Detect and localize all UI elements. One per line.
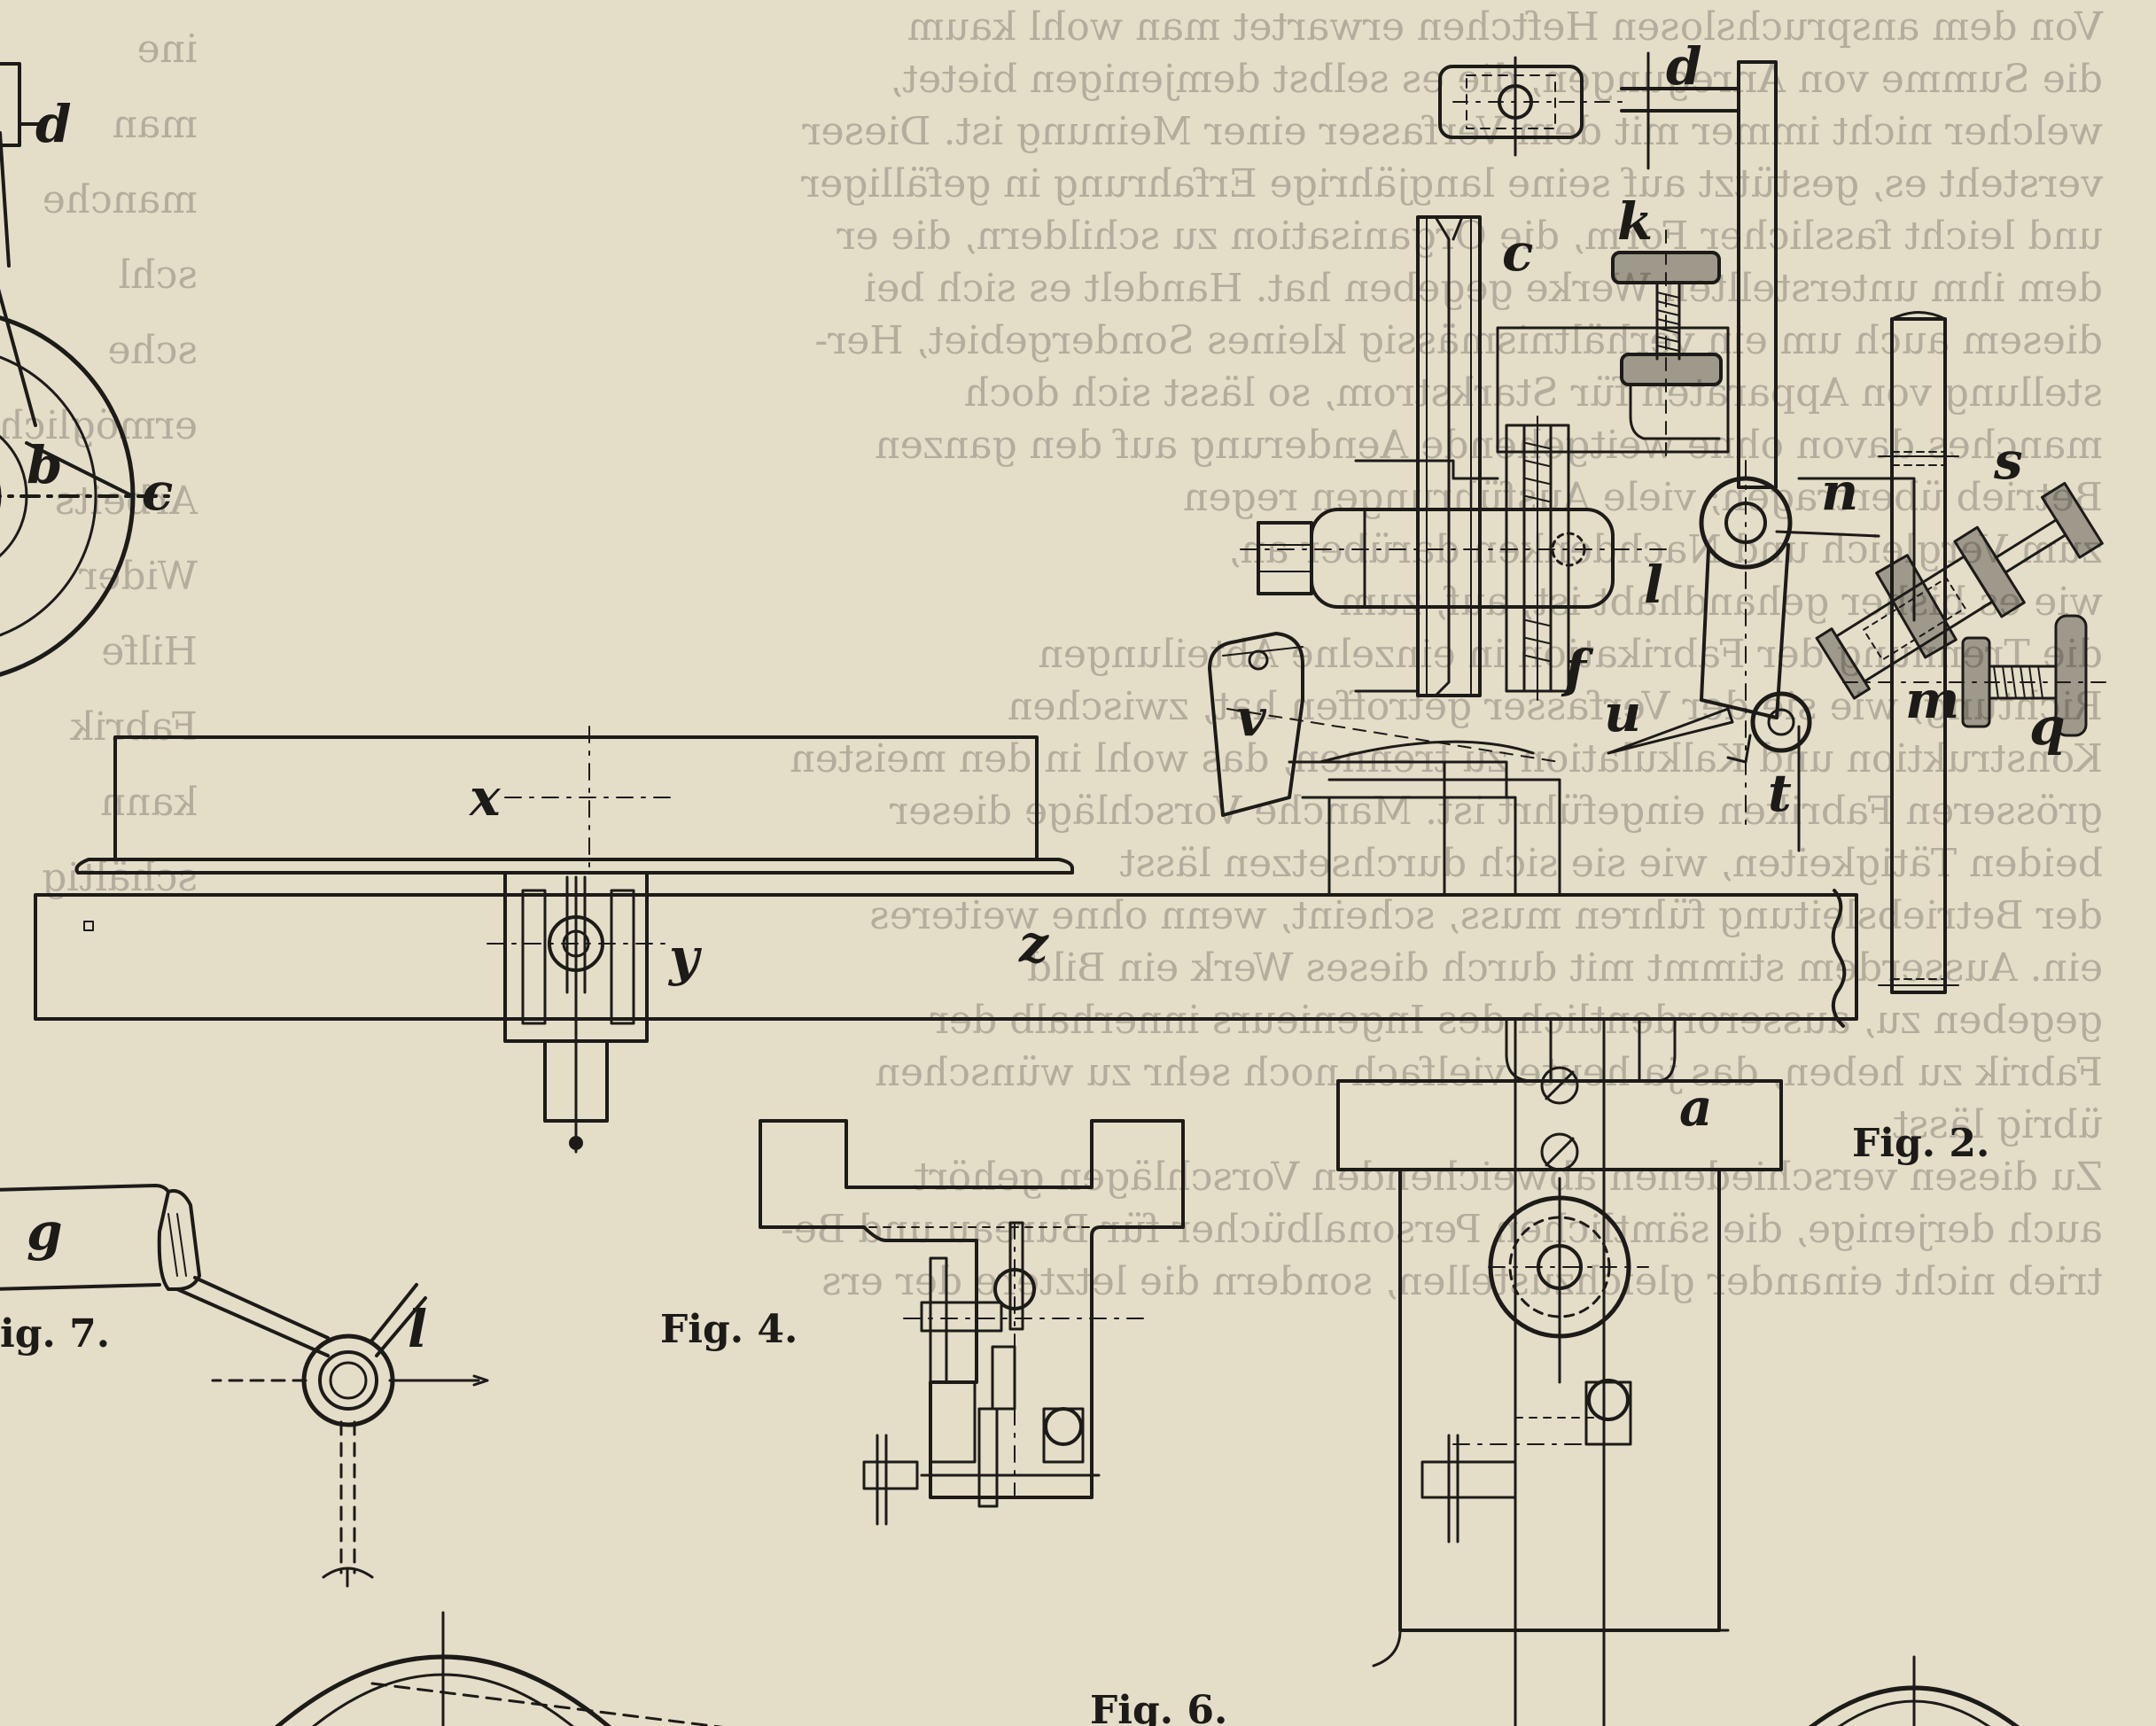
- bleed-through-margin: Hilfe: [101, 629, 198, 674]
- fig4-fixture: [759, 1119, 1185, 1526]
- bleed-through-line: der Betriebsleitung führen muss, scheint…: [869, 893, 2103, 938]
- label-b-left: b: [27, 435, 63, 495]
- bleed-through-line: beiden Tätigkeiten, wie sie sich durchse…: [1119, 841, 2103, 886]
- bleed-through-line: wie es bisher gehandhabt ist, auf, zum: [1340, 579, 2103, 625]
- bleed-through-line: trieb nicht einander gleichzustellen, so…: [821, 1259, 2103, 1304]
- label-v: v: [1236, 688, 1267, 748]
- label-d-left: d: [35, 94, 72, 154]
- label-l-fig7: l: [408, 1299, 427, 1359]
- label-q: q: [2029, 696, 2066, 757]
- bleed-through-line: ein. Ausserdem stimmt mit durch dieses W…: [1027, 945, 2103, 991]
- label-x: x: [468, 767, 502, 828]
- bleed-through-line: stellung von Apparaten für Starkstrom, s…: [964, 370, 2103, 416]
- bleed-through-line: welcher nicht immer mit dem Verfasser ei…: [801, 109, 2103, 154]
- label-c-left: c: [142, 462, 173, 522]
- bleed-through-line: versteht es, gestützt auf seine langjähr…: [800, 161, 2104, 206]
- caption-fig6: Fig. 6.: [1090, 1688, 1227, 1726]
- bleed-through-margin: manche: [43, 177, 198, 222]
- bleed-through-line: manches davon ohne weitgehende Aenderung…: [875, 423, 2103, 468]
- bleed-through-margin: ine: [137, 27, 198, 72]
- bleed-through-line: grösseren Fabriken eingeführt ist. Manch…: [889, 789, 2103, 834]
- bleed-through-line: die Summe von Anregungen, die es selbst …: [890, 57, 2103, 102]
- fig2-machine: [1208, 51, 2110, 1726]
- bleed-through-line: dem ihm unterstellten Werke gegeben hat.…: [864, 266, 2103, 311]
- label-z: z: [1018, 914, 1049, 974]
- bleed-through-line: Fabrik zu heben, das ja heute vielfach n…: [876, 1050, 2103, 1095]
- caption-fig7: ig. 7.: [0, 1311, 110, 1357]
- label-m: m: [1905, 670, 1959, 730]
- fig4-rail-z: [34, 889, 1858, 1028]
- caption-fig4: Fig. 4.: [660, 1307, 798, 1352]
- bleed-through-margin: Fabrik: [70, 704, 198, 750]
- bleed-through-line: übrig lässt.: [1880, 1102, 2103, 1147]
- label-d: d: [1666, 36, 1702, 97]
- bleed-through-margin: Wider: [78, 554, 198, 599]
- bleed-through-line: und leicht fasslicher Form, die Organisa…: [837, 214, 2103, 259]
- bleed-through-margin: schl: [118, 253, 198, 298]
- bleed-through-line: Zu diesen verschiedenen abweichenden Vor…: [914, 1155, 2103, 1200]
- label-t: t: [1768, 763, 1792, 823]
- label-l: l: [1644, 555, 1663, 615]
- bleed-through-margin: man: [113, 102, 198, 147]
- bleed-through-line: diesem auch um ein verhältnismässig klei…: [814, 318, 2103, 363]
- fig6-wheels: [275, 1611, 2020, 1726]
- fig7-lever: [0, 1184, 489, 1588]
- bleed-through-text: Von dem anspruchslosen Heftchen erwartet…: [0, 4, 2104, 1304]
- label-a: a: [1679, 1077, 1713, 1138]
- bleed-through-line: Von dem anspruchslosen Heftchen erwartet…: [907, 4, 2104, 50]
- fig4-table-x: [74, 726, 1074, 875]
- fig4-bracket-y: [486, 871, 674, 1154]
- label-u: u: [1604, 683, 1641, 743]
- bleed-through-line: Betrieb übertragen; viele Ausführungen r…: [1183, 475, 2103, 520]
- bleed-through-line: auch derjenige, die sämtlichen Personalb…: [781, 1207, 2103, 1252]
- bleed-through-margin: schältig: [42, 855, 198, 900]
- label-g: g: [27, 1201, 63, 1262]
- label-s: s: [1993, 431, 2023, 491]
- label-k: k: [1617, 191, 1653, 252]
- label-c: c: [1502, 222, 1533, 283]
- left-edge-wheel: [0, 62, 179, 677]
- label-n: n: [1821, 462, 1858, 522]
- bleed-through-line: die Trennung der Fabrikation in einzelne…: [1039, 632, 2103, 677]
- label-y: y: [667, 927, 703, 987]
- bleed-through-margin: sche: [107, 328, 198, 373]
- bleed-through-margin: Arbeits: [55, 478, 198, 524]
- caption-fig2: Fig. 2.: [1852, 1121, 1989, 1166]
